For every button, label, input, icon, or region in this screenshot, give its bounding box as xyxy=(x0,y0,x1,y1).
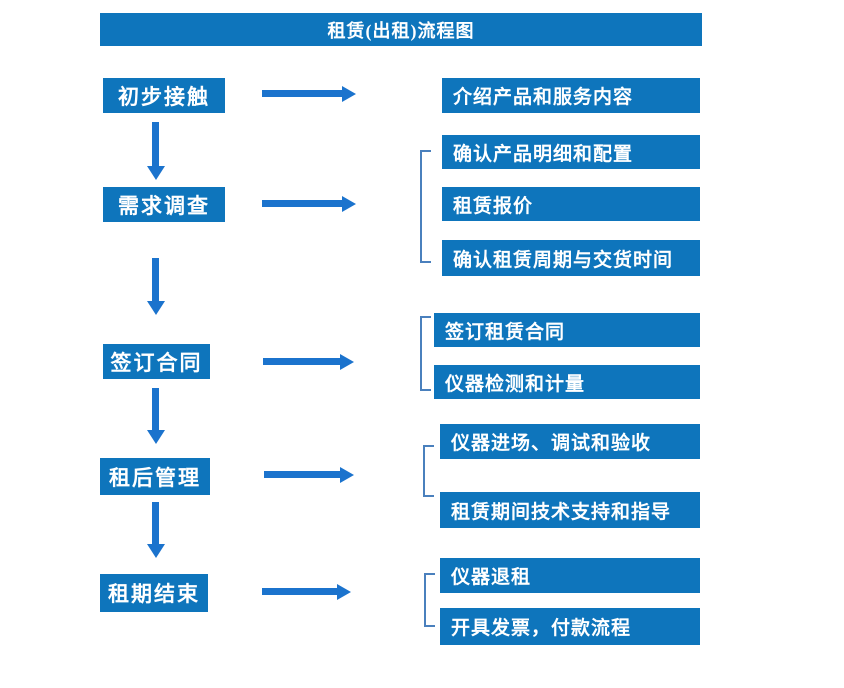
group-bracket-icon xyxy=(423,445,434,497)
arrow-right-icon xyxy=(264,467,354,483)
output-box-instrument-return: 仪器退租 xyxy=(440,558,700,593)
group-bracket-icon xyxy=(420,316,431,391)
output-box-confirm-rental-period-delivery: 确认租赁周期与交货时间 xyxy=(442,240,700,276)
arrow-shaft xyxy=(263,358,341,365)
arrow-head xyxy=(147,544,165,558)
arrow-shaft xyxy=(152,258,159,302)
output-box-confirm-product-details: 确认产品明细和配置 xyxy=(442,135,700,169)
stage-box-sign-contract: 签订合同 xyxy=(103,344,210,379)
arrow-head xyxy=(147,430,165,444)
arrow-down-icon xyxy=(147,388,165,444)
arrow-shaft xyxy=(264,471,341,478)
group-bracket-icon xyxy=(424,573,435,627)
stage-box-demand-survey: 需求调查 xyxy=(103,187,225,222)
arrow-head xyxy=(342,86,356,102)
arrow-down-icon xyxy=(147,258,165,315)
arrow-shaft xyxy=(152,122,159,167)
arrow-shaft xyxy=(152,502,159,545)
arrow-right-icon xyxy=(262,196,356,212)
arrow-head xyxy=(340,467,354,483)
arrow-shaft xyxy=(152,388,159,431)
arrow-down-icon xyxy=(147,122,165,180)
arrow-right-icon xyxy=(262,584,351,600)
output-box-technical-support-guidance: 租赁期间技术支持和指导 xyxy=(440,492,700,528)
arrow-head xyxy=(337,584,351,600)
arrow-right-icon xyxy=(262,86,356,102)
output-box-invoice-payment-process: 开具发票，付款流程 xyxy=(440,608,700,645)
output-box-rental-quote: 租赁报价 xyxy=(442,187,700,221)
arrow-shaft xyxy=(262,200,343,207)
stage-box-initial-contact: 初步接触 xyxy=(103,78,225,113)
arrow-right-icon xyxy=(263,354,354,370)
arrow-shaft xyxy=(262,588,338,595)
arrow-down-icon xyxy=(147,502,165,558)
arrow-head xyxy=(340,354,354,370)
stage-box-lease-end: 租期结束 xyxy=(100,574,208,612)
arrow-head xyxy=(147,301,165,315)
arrow-head xyxy=(147,166,165,180)
arrow-head xyxy=(342,196,356,212)
output-box-instrument-inspection-calibration: 仪器检测和计量 xyxy=(434,365,700,399)
output-box-instrument-arrival-commissioning: 仪器进场、调试和验收 xyxy=(440,424,700,459)
group-bracket-icon xyxy=(420,150,431,263)
page-title: 租赁(出租)流程图 xyxy=(100,13,702,46)
output-box-sign-rental-contract: 签订租赁合同 xyxy=(434,313,700,347)
output-box-introduce-products-services: 介绍产品和服务内容 xyxy=(442,78,700,113)
arrow-shaft xyxy=(262,90,343,97)
stage-box-post-rental-management: 租后管理 xyxy=(100,458,210,495)
